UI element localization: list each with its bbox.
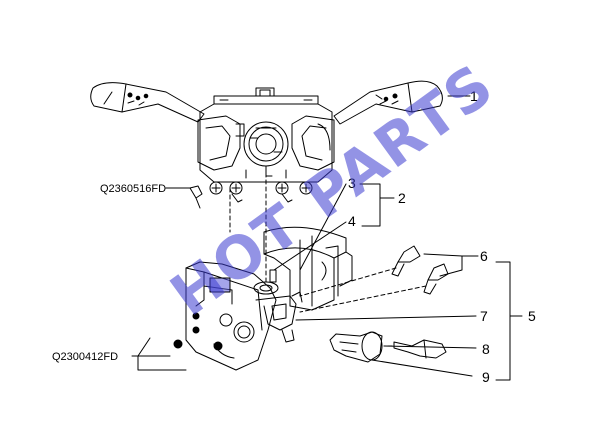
part-code-upper-screw: Q2360516FD xyxy=(100,183,166,195)
callout-1: 1 xyxy=(470,88,478,104)
callout-9: 9 xyxy=(482,369,490,385)
callout-3: 3 xyxy=(348,175,356,191)
shear-bolts xyxy=(391,245,449,295)
callout-5: 5 xyxy=(528,308,536,324)
callout-labels: 1 2 3 4 5 6 7 8 9 xyxy=(348,88,536,385)
callout-4: 4 xyxy=(348,213,356,229)
leader-lines xyxy=(131,95,523,381)
callout-2: 2 xyxy=(398,190,406,206)
part-code-lower-screws: Q2300412FD xyxy=(52,351,118,363)
callout-8: 8 xyxy=(482,341,490,357)
callout-7: 7 xyxy=(480,308,488,324)
combination-switch-assembly xyxy=(90,80,443,209)
lower-column-shroud xyxy=(173,261,277,371)
callout-6: 6 xyxy=(480,248,488,264)
